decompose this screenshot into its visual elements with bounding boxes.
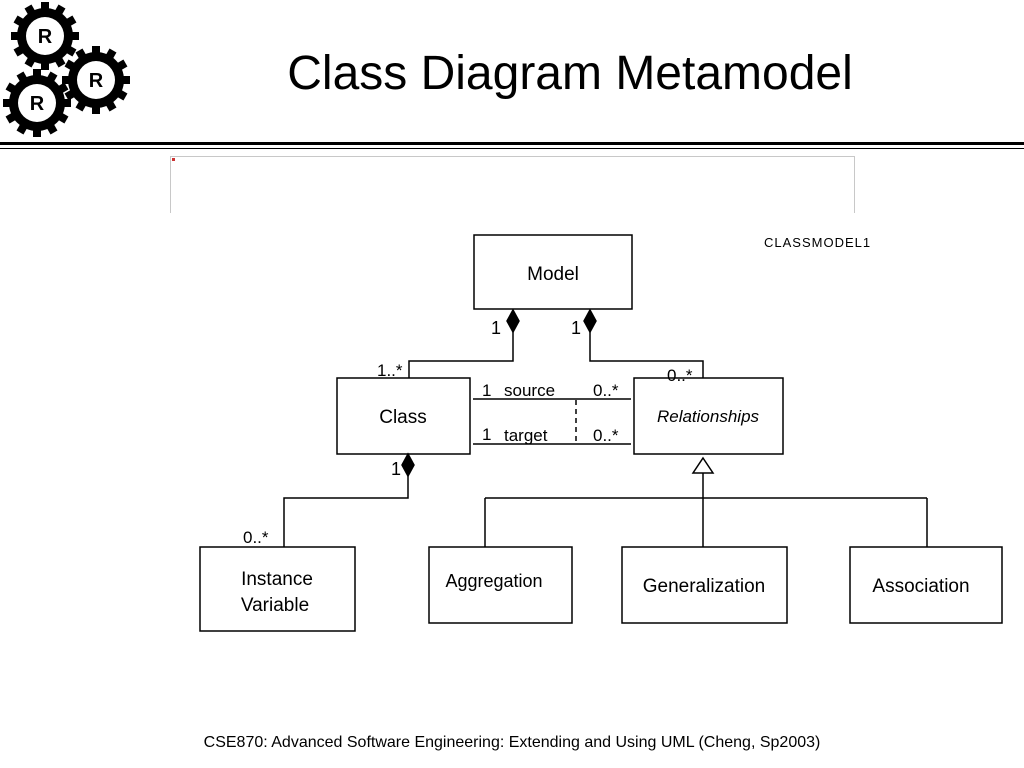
relationships-class-label: Relationships	[657, 407, 760, 426]
generalization-class-label: Generalization	[643, 576, 766, 597]
source-relationships-multiplicity: 0..*	[593, 381, 619, 400]
instance-variable-label-line2: Variable	[241, 595, 309, 616]
class-end-multiplicity: 1..*	[377, 361, 403, 380]
target-class-multiplicity: 1	[482, 425, 491, 444]
generalization-class-box	[621, 546, 788, 624]
gear-icon: R	[11, 2, 79, 70]
gear-letter: R	[89, 70, 104, 92]
association-class-box	[849, 546, 1003, 624]
class-class-box	[336, 377, 471, 455]
class-instance-variable-composition-line	[283, 476, 409, 547]
class-instance-variable-diamond-icon	[401, 452, 415, 478]
diagram-name-label: CLASSMODEL1	[764, 235, 871, 250]
title-divider-thin	[0, 148, 1024, 149]
model-class-composition-line	[408, 332, 514, 378]
model-class-diamond-icon	[506, 308, 520, 334]
slide-footer: CSE870: Advanced Software Engineering: E…	[203, 734, 821, 751]
relationships-class-box	[633, 377, 784, 455]
model-class-multiplicity: 1	[491, 318, 501, 338]
instance-variable-class-box	[199, 546, 356, 632]
slide-title: Class Diagram Metamodel	[287, 47, 853, 100]
relationships-end-multiplicity: 0..*	[667, 366, 693, 385]
embedded-object-frame	[170, 156, 855, 213]
gear-icon: R	[3, 69, 71, 137]
model-relationships-diamond-icon	[583, 308, 597, 334]
source-role-label: source	[504, 381, 555, 400]
gear-letter: R	[30, 93, 45, 115]
generalization-triangle-icon	[691, 456, 715, 474]
model-relationships-multiplicity: 1	[571, 318, 581, 338]
model-class-label: Model	[527, 264, 579, 285]
model-class-box	[473, 234, 633, 310]
gear-letter: R	[38, 26, 53, 48]
source-class-multiplicity: 1	[482, 381, 491, 400]
gears-logo-icon: R R R	[3, 2, 130, 137]
target-relationships-multiplicity: 0..*	[593, 426, 619, 445]
class-class-label: Class	[379, 407, 427, 428]
aggregation-class-label: Aggregation	[445, 571, 542, 591]
class-composite-multiplicity: 1	[391, 459, 401, 479]
instance-variable-label-line1: Instance	[241, 569, 313, 590]
title-divider-thick	[0, 142, 1024, 145]
frame-marker-icon	[172, 158, 175, 161]
aggregation-class-box	[428, 546, 573, 624]
instance-variable-end-multiplicity: 0..*	[243, 528, 269, 547]
gear-icon: R	[62, 46, 130, 114]
association-class-label: Association	[872, 576, 969, 597]
target-role-label: target	[504, 426, 548, 445]
model-relationships-composition-line	[589, 332, 704, 378]
